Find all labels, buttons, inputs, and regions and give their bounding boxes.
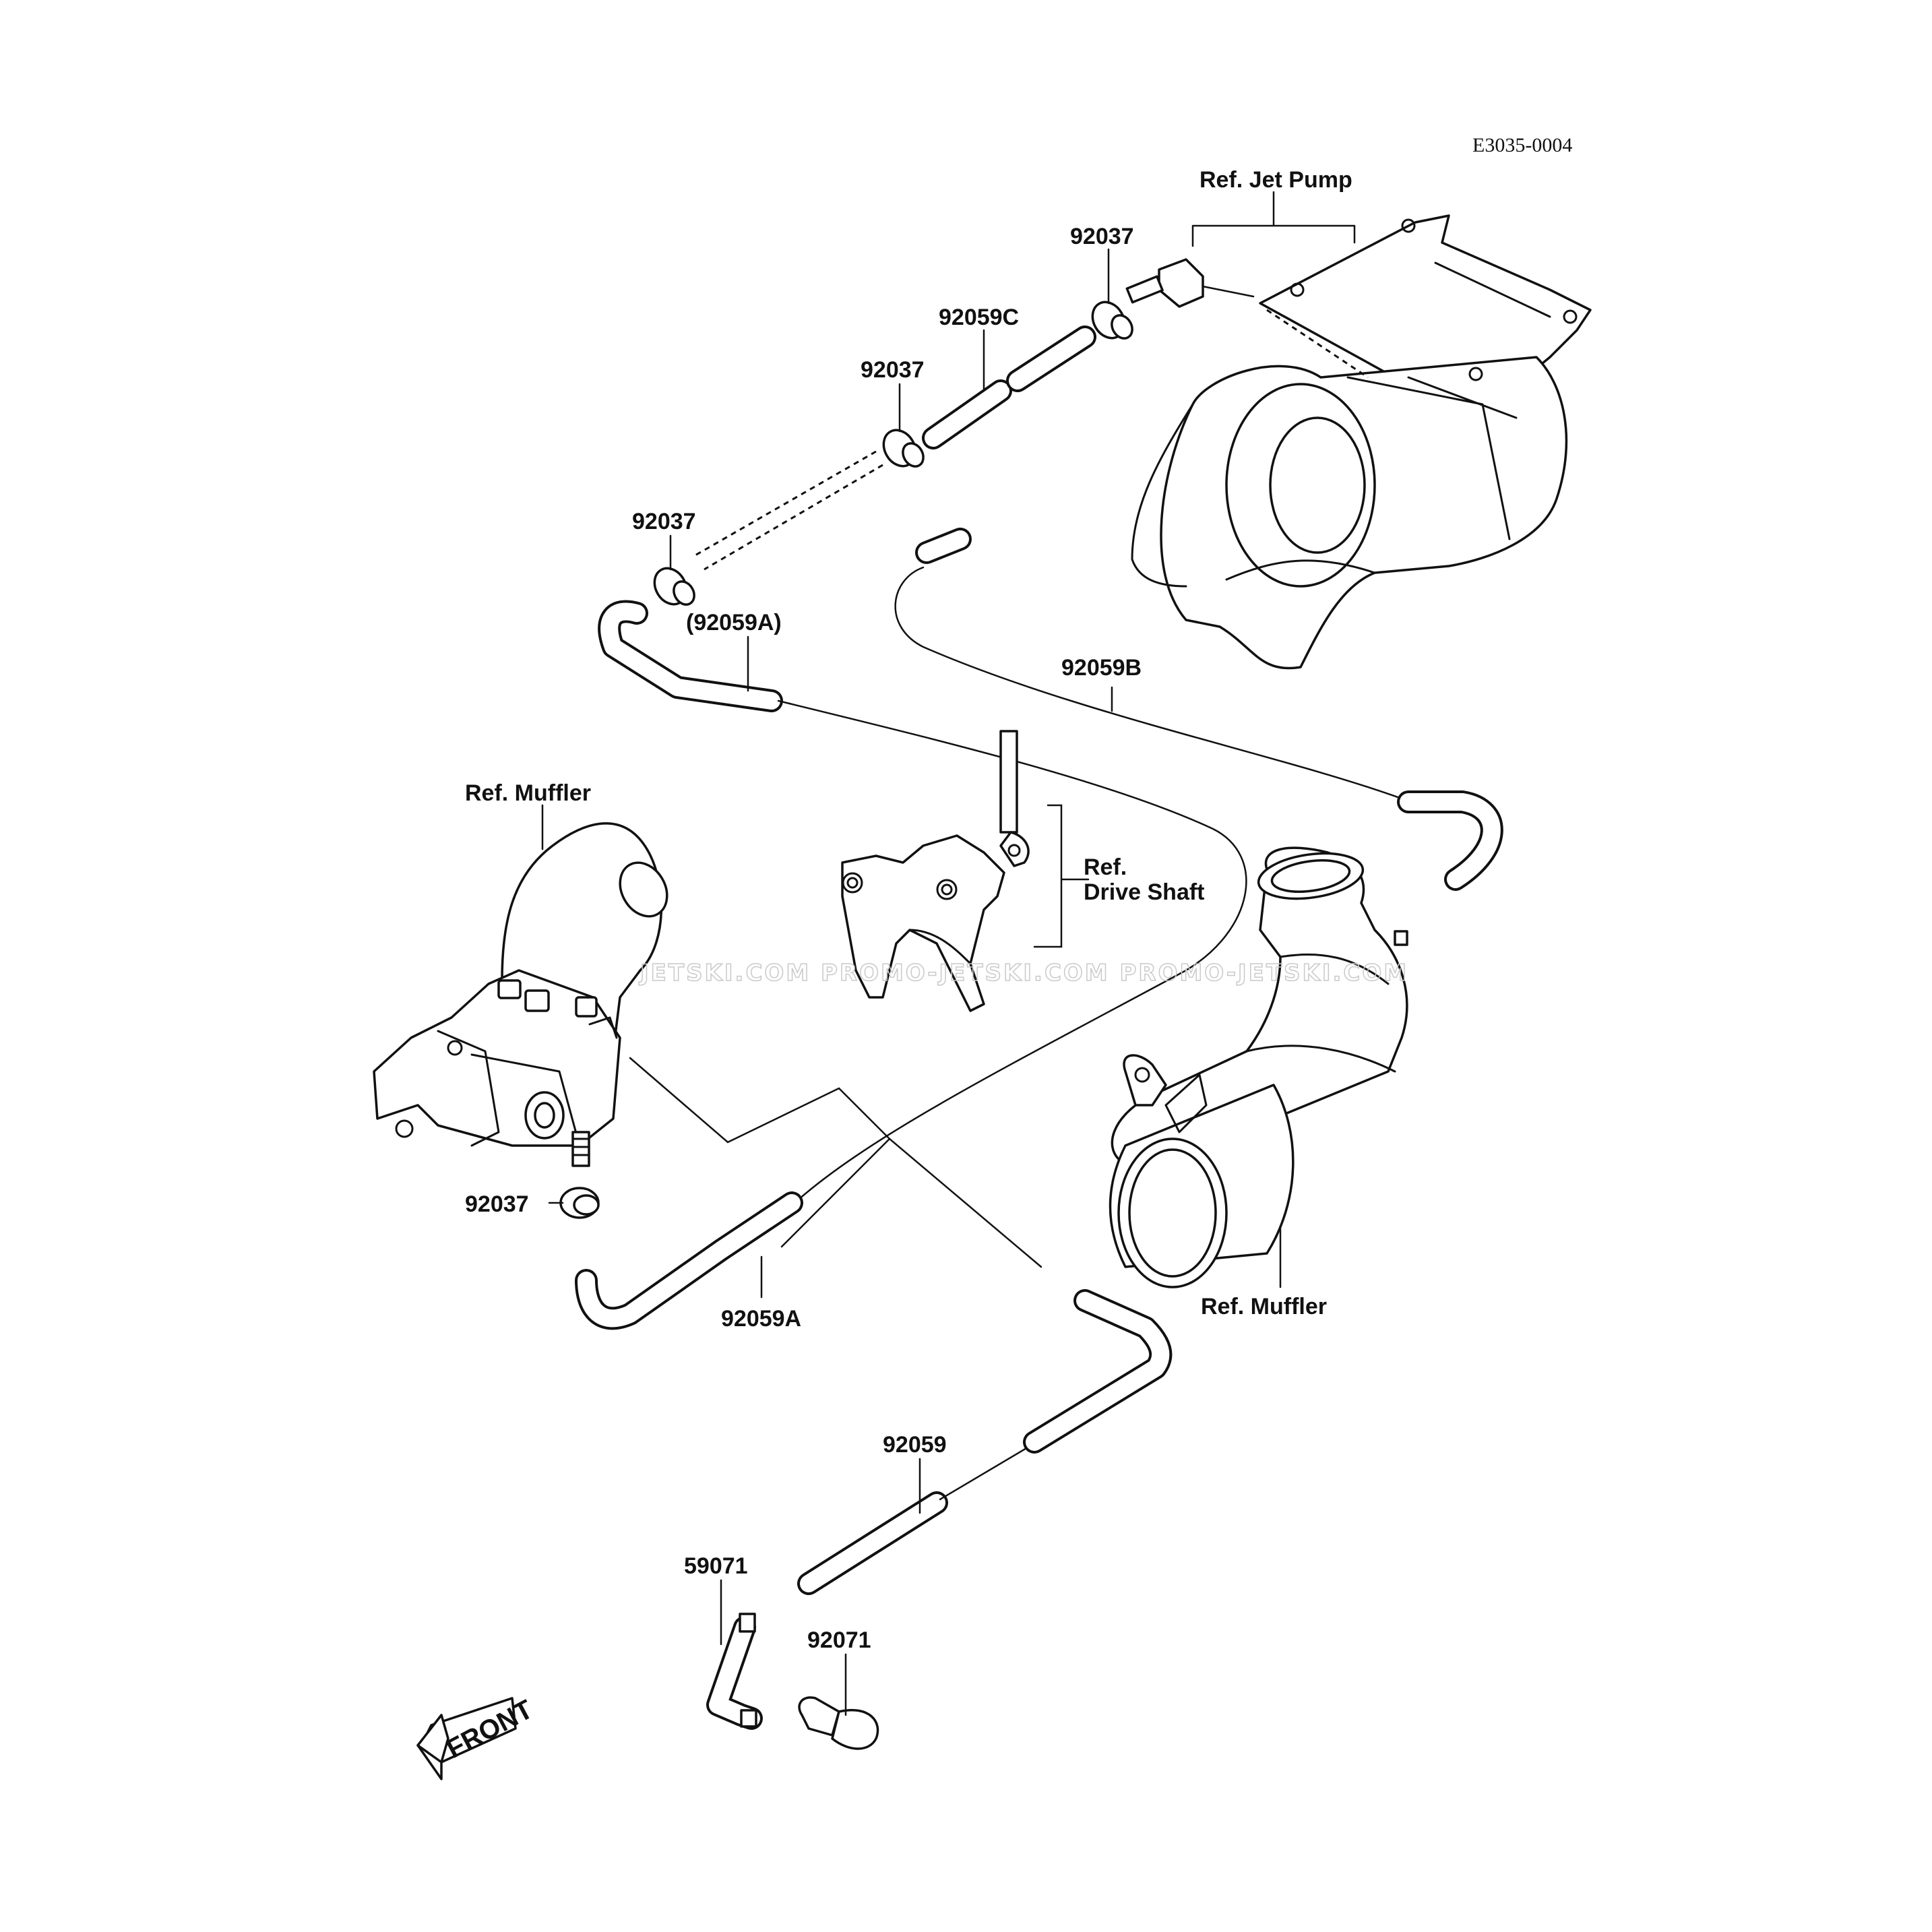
leader-lines (541, 191, 1356, 1716)
label-92037-left: 92037 (632, 509, 696, 534)
hose-clamp-middle (882, 429, 925, 468)
routing-line-a (777, 699, 1247, 1201)
front-arrow: FRONT (416, 1694, 538, 1780)
label-ref-drive-shaft-2: Drive Shaft (1084, 879, 1205, 905)
label-ref-drive-shaft-1: Ref. (1084, 854, 1127, 880)
label-92037-middle: 92037 (861, 357, 925, 383)
hose-clamp-left (653, 567, 695, 606)
hose-clamp-bottom (559, 1187, 600, 1219)
label-92059: 92059 (883, 1432, 947, 1458)
fitting-59071 (706, 1613, 763, 1730)
label-92037-bottom: 92037 (465, 1191, 529, 1217)
plug-92071 (798, 1696, 879, 1750)
hose-92059a-lower (575, 1191, 803, 1330)
label-92059c: 92059C (939, 305, 1019, 330)
hose-clamp-upper (1091, 301, 1133, 340)
label-92037-upper: 92037 (1070, 224, 1134, 249)
label-ref-jet-pump: Ref. Jet Pump (1199, 167, 1352, 193)
label-92059a-paren: (92059A) (686, 610, 782, 635)
hose-92059b (894, 528, 1503, 891)
label-92059b: 92059B (1061, 655, 1142, 681)
label-92071: 92071 (807, 1627, 871, 1653)
routing-line-b (629, 1057, 1042, 1268)
hose-92059 (797, 1289, 1173, 1595)
label-ref-muffler-left: Ref. Muffler (465, 780, 591, 806)
drive-shaft-bracket (841, 730, 1030, 1012)
label-ref-muffler-right: Ref. Muffler (1201, 1294, 1327, 1319)
hose-92059a-upper (598, 600, 783, 712)
hidden-hose (704, 464, 883, 571)
label-59071: 59071 (684, 1553, 748, 1579)
diagram-code: E3035-0004 (1472, 134, 1572, 156)
left-muffler-drawing (373, 822, 668, 1167)
right-muffler-drawing (1109, 846, 1408, 1288)
jet-pump-drawing (1125, 214, 1592, 670)
label-92059a: 92059A (721, 1306, 801, 1332)
hose-92059c (922, 325, 1096, 449)
watermark: JETSKI.COM PROMO-JETSKI.COM PROMO-JETSKI… (639, 960, 1408, 987)
